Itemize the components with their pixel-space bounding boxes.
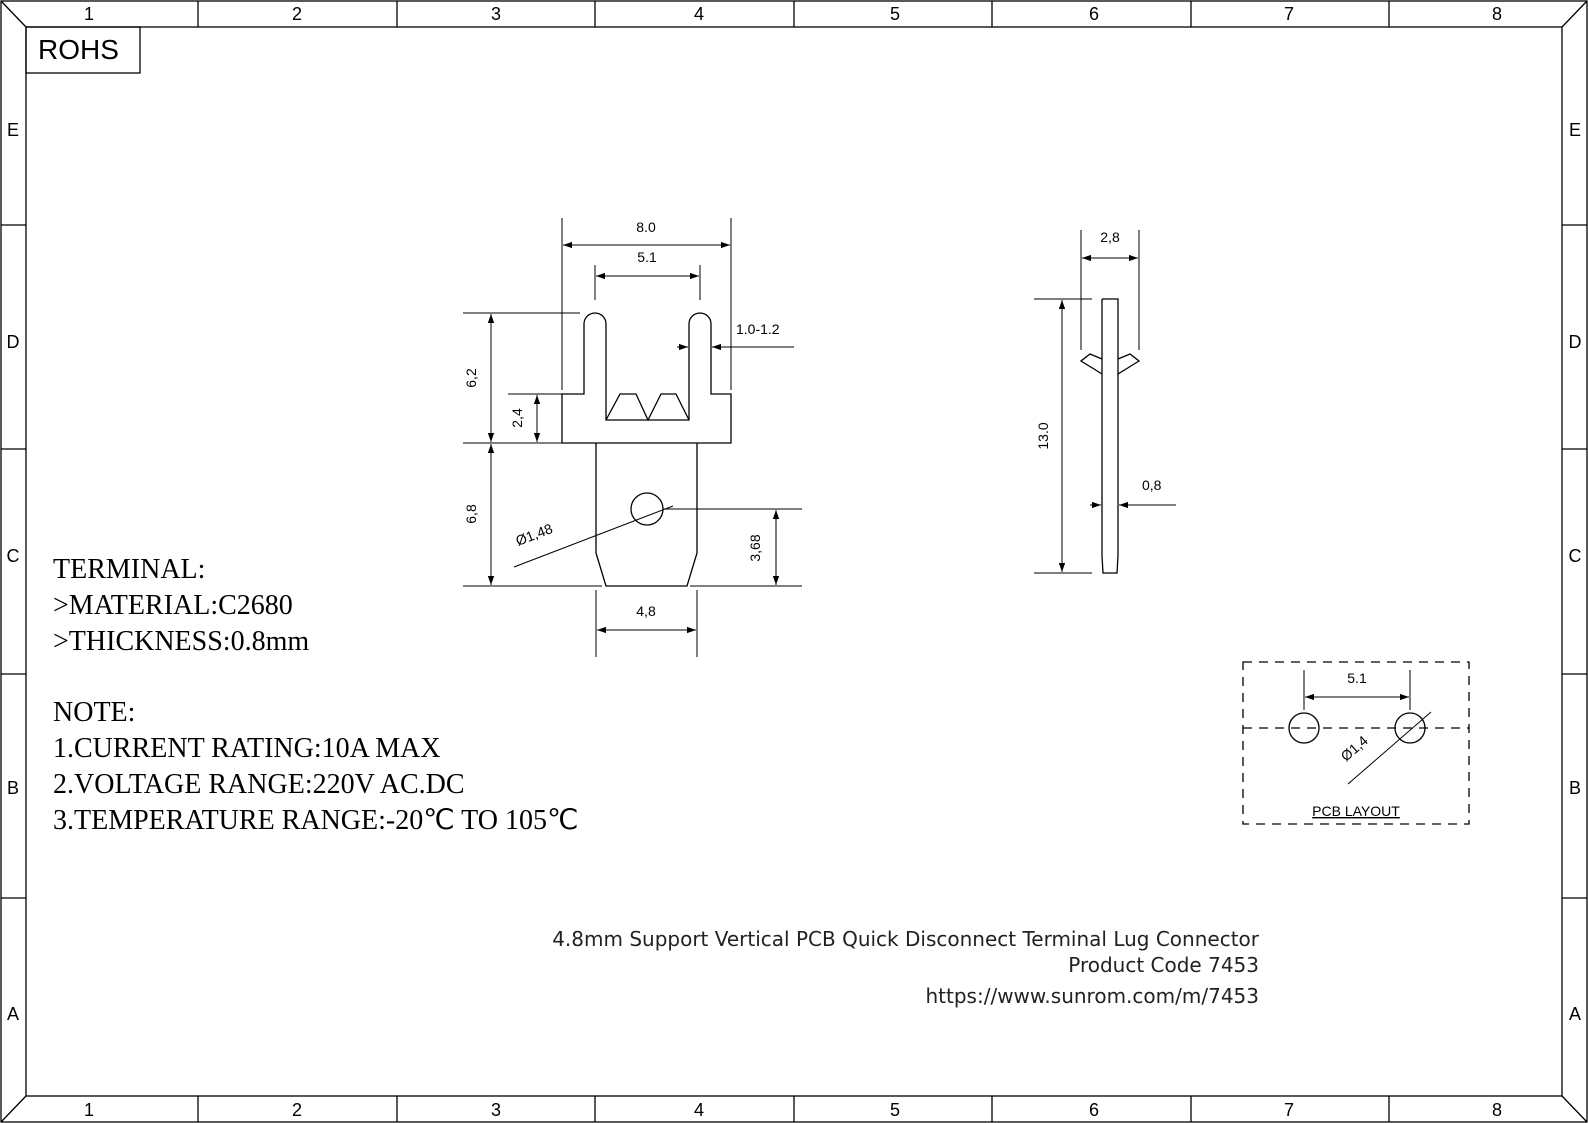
col-label-bottom: 4 (694, 1100, 704, 1120)
col-label-bottom: 3 (491, 1100, 501, 1120)
note-item: 3.TEMPERATURE RANGE:-20℃ TO 105℃ (53, 805, 578, 836)
side-view: 2,8 13.0 0,8 (1034, 229, 1176, 574)
note-item: 2.VOLTAGE RANGE:220V AC.DC (53, 769, 465, 800)
row-label-left: B (7, 778, 19, 798)
notes: NOTE: 1.CURRENT RATING:10A MAX 2.VOLTAGE… (53, 697, 578, 836)
col-label-bottom: 8 (1492, 1100, 1502, 1120)
dim-width-total: 8.0 (636, 219, 656, 235)
pcb-layout-label: PCB LAYOUT (1312, 803, 1400, 819)
col-label-top: 6 (1089, 4, 1099, 24)
dim-thickness: 0,8 (1142, 477, 1162, 493)
row-label-left: D (7, 332, 20, 352)
pcb-dim-hole: Ø1,4 (1337, 732, 1371, 764)
product-url: https://www.sunrom.com/m/7453 (926, 984, 1260, 1008)
col-label-top: 8 (1492, 4, 1502, 24)
row-label-right: B (1569, 778, 1581, 798)
title-block: 4.8mm Support Vertical PCB Quick Disconn… (552, 927, 1260, 1008)
dim-pin-spacing: 5.1 (637, 249, 657, 265)
col-label-top: 2 (292, 4, 302, 24)
col-label-bottom: 6 (1089, 1100, 1099, 1120)
col-label-top: 1 (84, 4, 94, 24)
col-label-bottom: 5 (890, 1100, 900, 1120)
product-title: 4.8mm Support Vertical PCB Quick Disconn… (552, 927, 1260, 951)
rohs-badge: ROHS (25, 26, 141, 74)
row-label-left: C (7, 546, 20, 566)
terminal-heading: TERMINAL: (53, 554, 205, 585)
col-label-bottom: 7 (1284, 1100, 1294, 1120)
pcb-dim-spacing: 5.1 (1347, 670, 1367, 686)
notes-heading: NOTE: (53, 697, 135, 728)
pcb-layout: 5.1 Ø1,4 PCB LAYOUT (1242, 661, 1470, 825)
col-label-top: 4 (694, 4, 704, 24)
rohs-label: ROHS (38, 34, 119, 65)
dim-hole-offset: 3,68 (747, 534, 763, 561)
row-label-left: E (7, 120, 19, 140)
product-code: Product Code 7453 (1068, 953, 1259, 977)
terminal-thickness: >THICKNESS:0.8mm (53, 626, 309, 657)
dim-tab-width: 4,8 (636, 603, 656, 619)
row-label-right: E (1569, 120, 1581, 140)
col-label-bottom: 1 (84, 1100, 94, 1120)
dim-body-height: 2,4 (509, 408, 525, 428)
row-labels: E D C B A E D C B A (7, 120, 1582, 1024)
row-label-right: C (1569, 546, 1582, 566)
dim-pin-width: 1.0-1.2 (736, 321, 780, 337)
row-label-left: A (7, 1004, 19, 1024)
front-view: 8.0 5.1 1.0-1.2 6,2 2,4 6,8 Ø1,48 3,68 (463, 218, 802, 657)
dim-pin-height: 6,2 (463, 368, 479, 388)
col-label-top: 3 (491, 4, 501, 24)
col-label-bottom: 2 (292, 1100, 302, 1120)
terminal-material: >MATERIAL:C2680 (53, 590, 293, 621)
note-item: 1.CURRENT RATING:10A MAX (53, 733, 441, 764)
row-label-right: A (1569, 1004, 1581, 1024)
row-label-right: D (1569, 332, 1582, 352)
dim-hole-diameter: Ø1,48 (513, 520, 555, 549)
dim-tab-length: 6,8 (463, 504, 479, 524)
terminal-spec: TERMINAL: >MATERIAL:C2680 >THICKNESS:0.8… (53, 554, 309, 657)
col-label-top: 5 (890, 4, 900, 24)
dim-thickness-top: 2,8 (1100, 229, 1120, 245)
col-label-top: 7 (1284, 4, 1294, 24)
dim-length: 13.0 (1035, 422, 1051, 449)
column-labels: 1 2 3 4 5 6 7 8 1 2 3 4 5 6 7 8 (84, 4, 1502, 1120)
